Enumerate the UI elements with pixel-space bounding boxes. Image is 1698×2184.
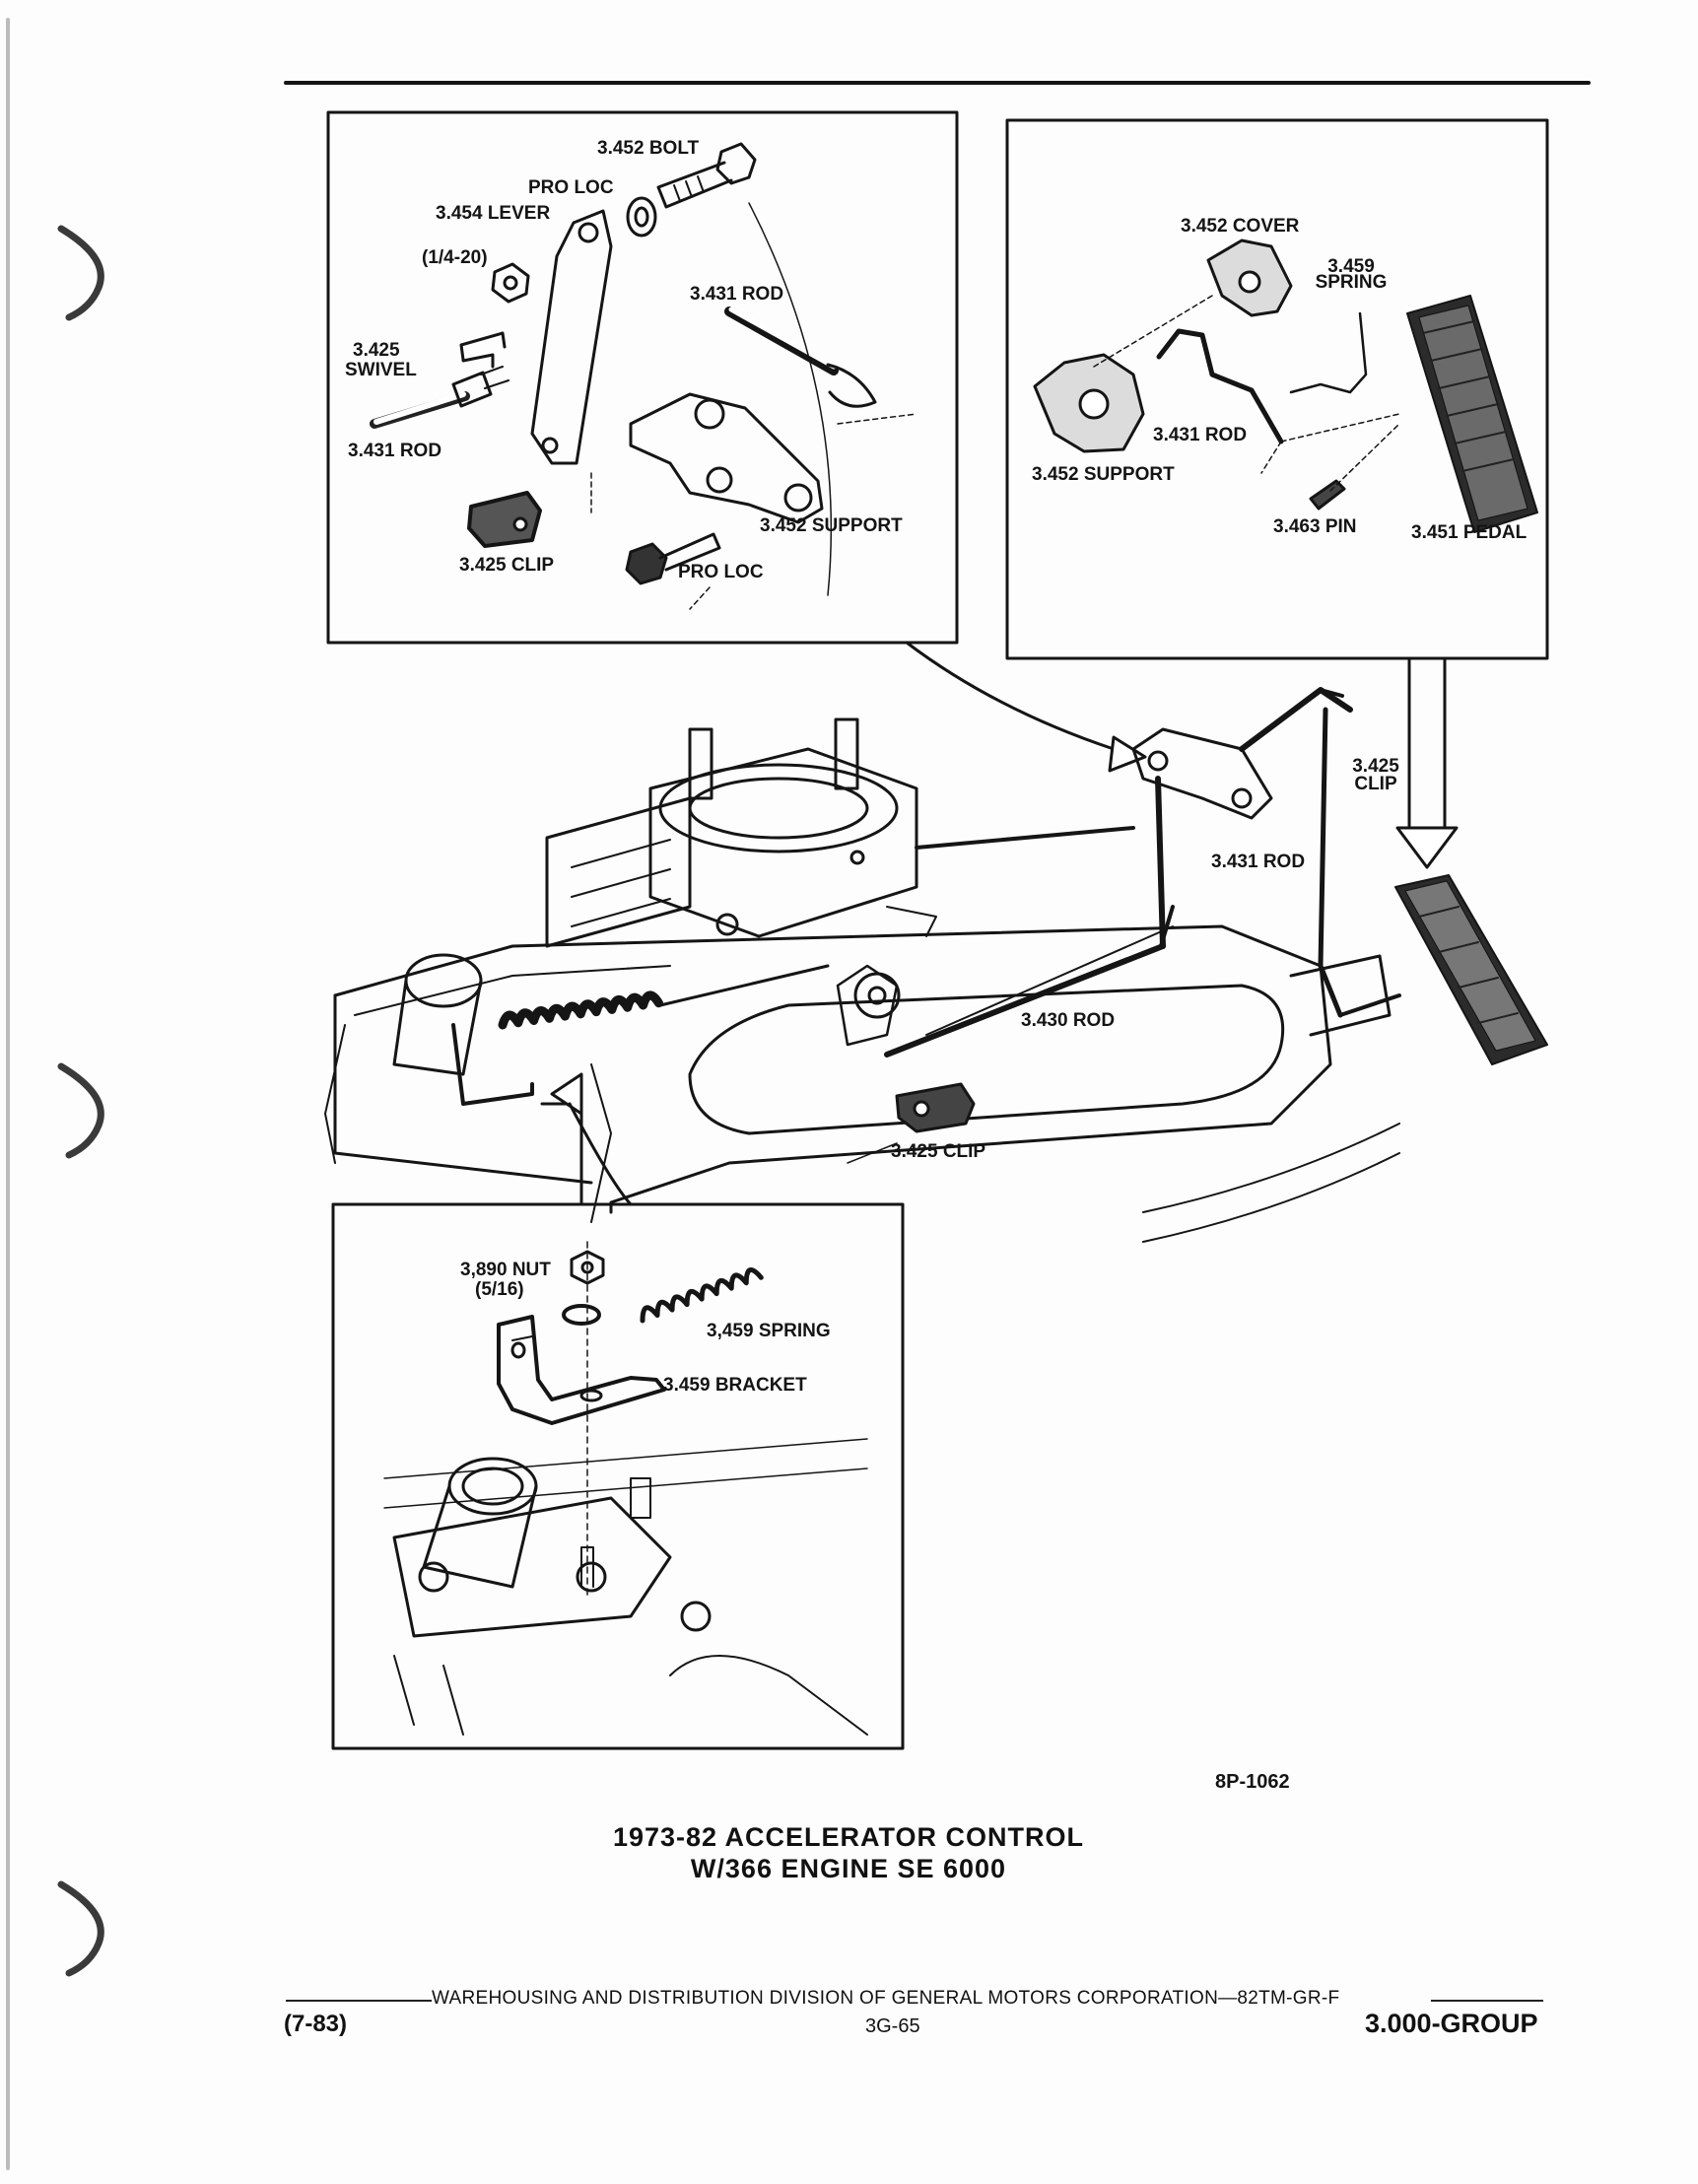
label-pro-loc-bottom: PRO LOC bbox=[678, 562, 764, 582]
binder-hole-middle bbox=[57, 1062, 104, 1159]
label-clip: 3.425 CLIP bbox=[459, 555, 555, 576]
label-clip-bottom: 3.425 CLIP bbox=[891, 1141, 986, 1162]
label-nut: 3,890 NUT bbox=[460, 1260, 551, 1280]
footer-division: WAREHOUSING AND DISTRIBUTION DIVISION OF… bbox=[432, 1988, 1340, 2009]
label-rod-right: 3.431 ROD bbox=[690, 284, 784, 305]
figure-code: 8P-1062 bbox=[1215, 1771, 1290, 1793]
label-support: 3.452 SUPPORT bbox=[760, 515, 903, 536]
label-cover: 3.452 COVER bbox=[1181, 216, 1300, 237]
label-bolt: 3.452 BOLT bbox=[597, 138, 700, 159]
label-swivel: SWIVEL bbox=[345, 360, 417, 380]
label-spring-number: 3.459 bbox=[1327, 256, 1375, 277]
figure-title-line-2: W/366 ENGINE SE 6000 bbox=[690, 1854, 1007, 1883]
label-clip-top-number: 3.425 bbox=[1352, 756, 1399, 777]
label-spring: SPRING bbox=[1315, 272, 1388, 293]
label-rod-430: 3.430 ROD bbox=[1021, 1010, 1116, 1031]
footer-page-number: 3G-65 bbox=[865, 2015, 920, 2037]
label-rod-431: 3.431 ROD bbox=[1211, 852, 1306, 872]
binder-hole-bottom bbox=[57, 1880, 104, 1977]
label-rod-left: 3.431 ROD bbox=[348, 441, 442, 461]
inset-bracket-box bbox=[331, 1202, 905, 1750]
label-swivel-number: 3.425 bbox=[353, 340, 400, 361]
figure-title-line-1: 1973-82 ACCELERATOR CONTROL bbox=[612, 1822, 1085, 1852]
label-clip-top: CLIP bbox=[1354, 774, 1397, 794]
label-pin: 3.463 PIN bbox=[1273, 516, 1357, 537]
footer-group: 3.000-GROUP bbox=[1365, 2009, 1538, 2038]
inset-lever-box bbox=[326, 110, 959, 645]
footer-date: (7-83) bbox=[284, 2011, 348, 2037]
label-nut-size: (5/16) bbox=[475, 1279, 524, 1300]
label-bracket: 3.459 BRACKET bbox=[663, 1375, 807, 1396]
label-pedal: 3.451 PEDAL bbox=[1411, 522, 1528, 543]
label-rod: 3.431 ROD bbox=[1153, 425, 1248, 445]
label-spring: 3,459 SPRING bbox=[707, 1321, 831, 1341]
label-lever: 3.454 LEVER bbox=[436, 203, 551, 224]
inset-pedal-box bbox=[1005, 118, 1549, 660]
label-support: 3.452 SUPPORT bbox=[1032, 464, 1175, 485]
label-nut-size: (1/4-20) bbox=[422, 247, 488, 268]
binder-hole-top bbox=[57, 225, 104, 321]
label-pro-loc-top: PRO LOC bbox=[528, 177, 614, 198]
